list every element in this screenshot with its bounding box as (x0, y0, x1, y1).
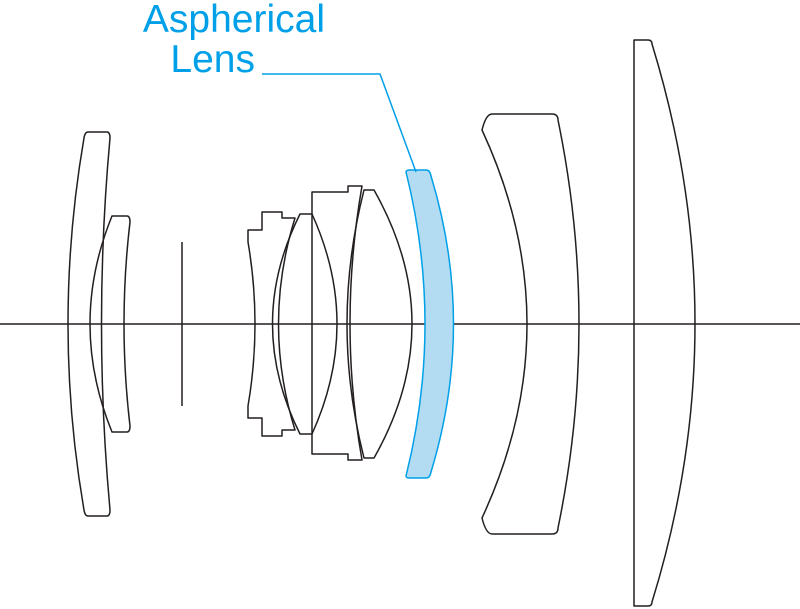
lens-element-5 (311, 185, 363, 461)
lens-element-6 (346, 189, 413, 459)
aspherical-lens-element (405, 169, 455, 479)
aspherical-lens-label-line2: Lens (170, 38, 255, 81)
lens-element-9 (633, 39, 696, 607)
aspherical-lens-label: Aspherical Lens (95, 0, 325, 80)
lens-element-2 (89, 215, 131, 433)
lens-element-1 (67, 131, 111, 517)
lens-element-3 (247, 211, 296, 437)
aspherical-lens-label-line1: Aspherical (142, 0, 325, 41)
lens-element-8 (481, 113, 580, 535)
callout-leader-line (262, 73, 417, 173)
